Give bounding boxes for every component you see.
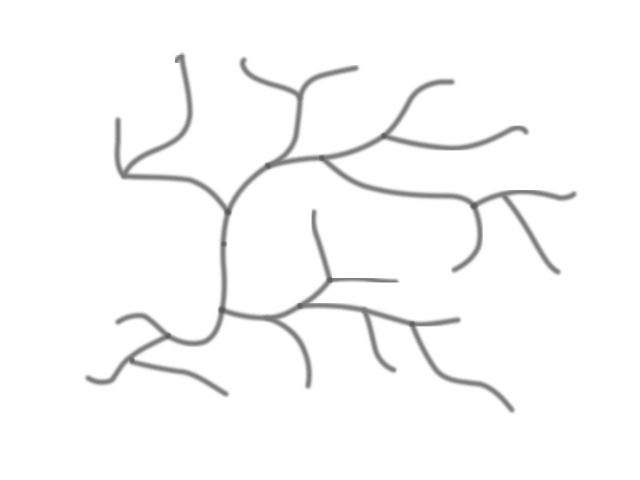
junction-node [409,321,415,327]
right-middle-twig-c [501,193,561,275]
upper-left-twig-b [173,53,185,65]
lower-right-twig-a [361,307,397,373]
junction-node [129,357,135,363]
top-central-twig [297,65,359,101]
top-central-branch [240,57,303,169]
trunk-branch [219,163,271,313]
junction-node [265,163,271,169]
junction-node [319,155,325,161]
junction-node [327,277,333,283]
right-middle-twig-b [471,189,577,209]
junction-node [381,133,387,139]
lower-right-branch [297,302,461,327]
lower-down-twig [263,315,312,389]
upper-left-twig-a [121,53,193,179]
junction-node [165,333,171,339]
upper-left-branch [114,117,231,215]
junction-node [221,241,227,247]
lower-left-twig-a [85,333,171,385]
junction-node [219,307,225,313]
junction-node [225,209,231,215]
right-upper-twig [381,125,529,151]
junction-node [471,203,477,209]
lower-left-twig-b [129,359,229,397]
lower-right-twig-b [409,321,515,413]
lower-main-branch [219,277,333,321]
lower-center-twig-up [310,209,333,283]
right-middle-twig-a [451,203,483,273]
lower-center-twig-right [327,276,399,285]
right-middle-branch [319,155,477,209]
junction-node [297,303,303,309]
lower-left-branch [115,307,225,347]
